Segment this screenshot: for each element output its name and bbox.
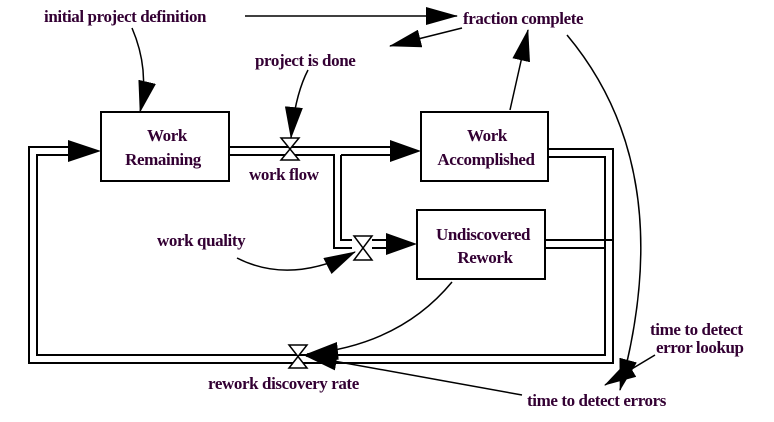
stock-label-line2: Rework [457,248,513,267]
valve-rework-discovery[interactable] [287,344,309,369]
flow-arrow-to-work-remaining [68,140,101,162]
stock-label-line2: Accomplished [437,150,535,169]
var-rework-discovery-rate[interactable]: rework discovery rate [208,374,360,393]
valve-rework-generation[interactable] [352,235,374,261]
stock-undiscovered-rework[interactable]: Undiscovered Rework [416,209,546,280]
link-initial-definition-to-work-remaining [131,27,156,113]
stock-label-line1: Work [147,126,188,145]
stock-work-accomplished[interactable]: Work Accomplished [420,111,549,182]
stock-label-line1: Work [467,126,508,145]
link-time-to-detect-to-discovery-rate [305,352,523,396]
var-time-to-detect-errors[interactable]: time to detect errors [527,391,667,410]
link-work-quality-to-rework-valve [236,251,356,275]
var-work-quality[interactable]: work quality [157,231,247,250]
var-time-to-detect-error-lookup-line1[interactable]: time to detect [650,320,744,339]
link-lookup-to-time-to-detect [604,354,656,386]
stock-work-remaining[interactable]: Work Remaining [100,111,230,182]
link-fraction-complete-to-project-done [389,27,463,48]
var-initial-project-definition[interactable]: initial project definition [44,7,207,26]
var-work-flow[interactable]: work flow [249,165,320,184]
flow-arrow-to-work-accomplished [390,140,421,162]
link-work-accomplished-to-fraction-complete [509,29,530,111]
link-fraction-complete-to-time-to-detect [566,34,642,391]
stock-label-line1: Undiscovered [436,225,531,244]
link-undiscovered-rework-to-discovery-rate [306,281,453,360]
stock-label-line2: Remaining [125,150,202,169]
flow-arrow-to-undiscovered-rework [386,233,417,255]
causal-links [131,7,656,396]
valve-work-flow[interactable] [279,137,301,161]
link-project-done-to-work-flow [284,69,309,139]
var-project-is-done[interactable]: project is done [255,51,357,70]
var-time-to-detect-error-lookup-line2[interactable]: error lookup [656,338,744,357]
var-fraction-complete[interactable]: fraction complete [463,9,584,28]
